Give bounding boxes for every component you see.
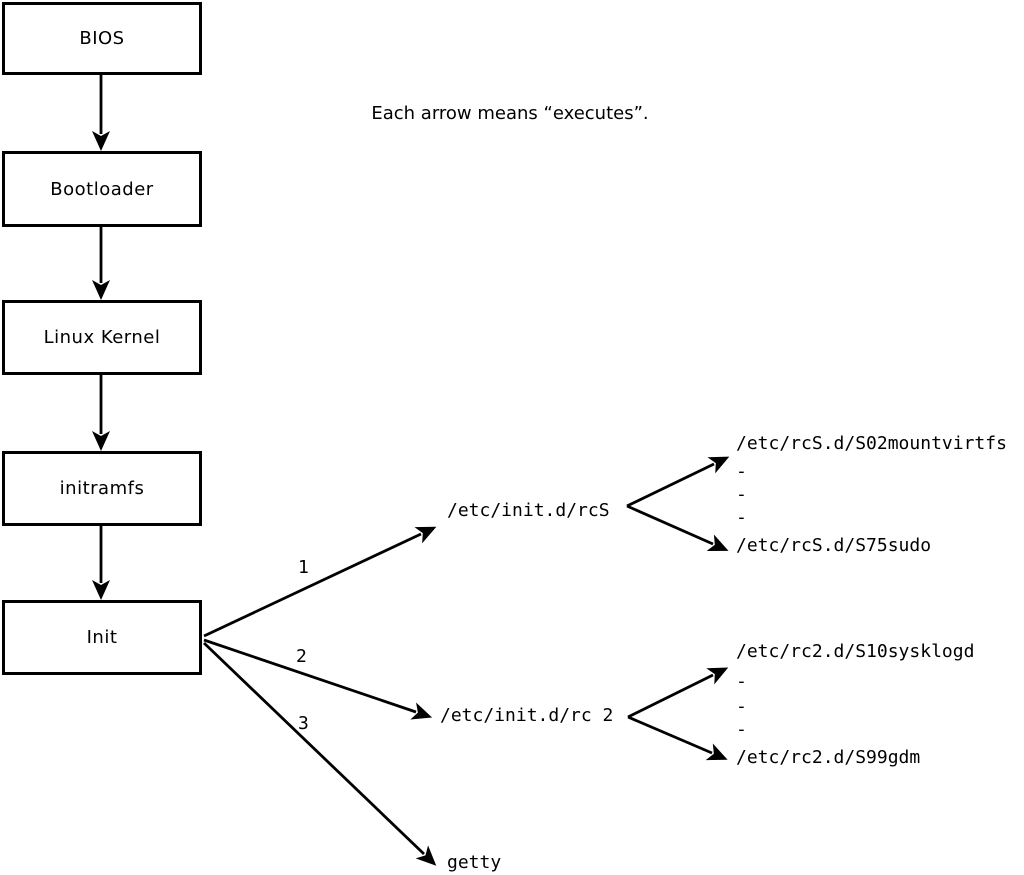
- label-rcS-ellipsis-dash-1: -: [736, 461, 747, 482]
- arrow-rcS-to-s02mountvirtfs: [626, 456, 730, 508]
- label-rc2-ellipsis-dash-3: -: [736, 719, 747, 740]
- node-initramfs: initramfs: [2, 451, 202, 526]
- arrow-rc2-to-s10sysklogd: [627, 667, 729, 719]
- label-etc-init-d-rc2: /etc/init.d/rc 2: [440, 705, 614, 726]
- arrow-rcS-to-s75sudo: [626, 504, 729, 552]
- node-linux-kernel-label: Linux Kernel: [43, 327, 161, 348]
- label-rcS-s75sudo: /etc/rcS.d/S75sudo: [736, 535, 932, 556]
- node-init-label: Init: [86, 627, 118, 648]
- branch-1-number: 1: [298, 557, 309, 578]
- branch-3-number: 3: [298, 713, 309, 734]
- label-etc-init-d-rcS: /etc/init.d/rcS: [447, 500, 610, 521]
- branch-2-number: 2: [296, 646, 307, 667]
- legend-note: Each arrow means “executes”.: [371, 103, 649, 124]
- label-rcS-ellipsis-dash-2: -: [736, 484, 747, 505]
- label-rc2-ellipsis-dash-1: -: [736, 671, 747, 692]
- node-bios-label: BIOS: [79, 28, 125, 49]
- label-rcS-s02mountvirtfs: /etc/rcS.d/S02mountvirtfs: [736, 433, 1007, 454]
- arrow-init-to-rcS: [203, 526, 437, 638]
- label-rc2-s99gdm: /etc/rc2.d/S99gdm: [736, 747, 921, 768]
- arrow-rc2-to-s99gdm: [627, 715, 728, 761]
- node-bootloader-label: Bootloader: [50, 178, 154, 200]
- node-bootloader: Bootloader: [2, 151, 202, 227]
- label-rc2-s10sysklogd: /etc/rc2.d/S10sysklogd: [736, 641, 975, 662]
- node-bios: BIOS: [2, 2, 202, 75]
- node-linux-kernel: Linux Kernel: [2, 300, 202, 375]
- label-rcS-ellipsis-dash-3: -: [736, 507, 747, 528]
- arrow-init-to-rc2: [203, 638, 433, 720]
- node-init: Init: [2, 600, 202, 675]
- label-rc2-ellipsis-dash-2: -: [736, 696, 747, 717]
- label-getty: getty: [447, 852, 502, 873]
- arrow-init-to-getty: [203, 641, 437, 866]
- node-initramfs-label: initramfs: [59, 478, 145, 499]
